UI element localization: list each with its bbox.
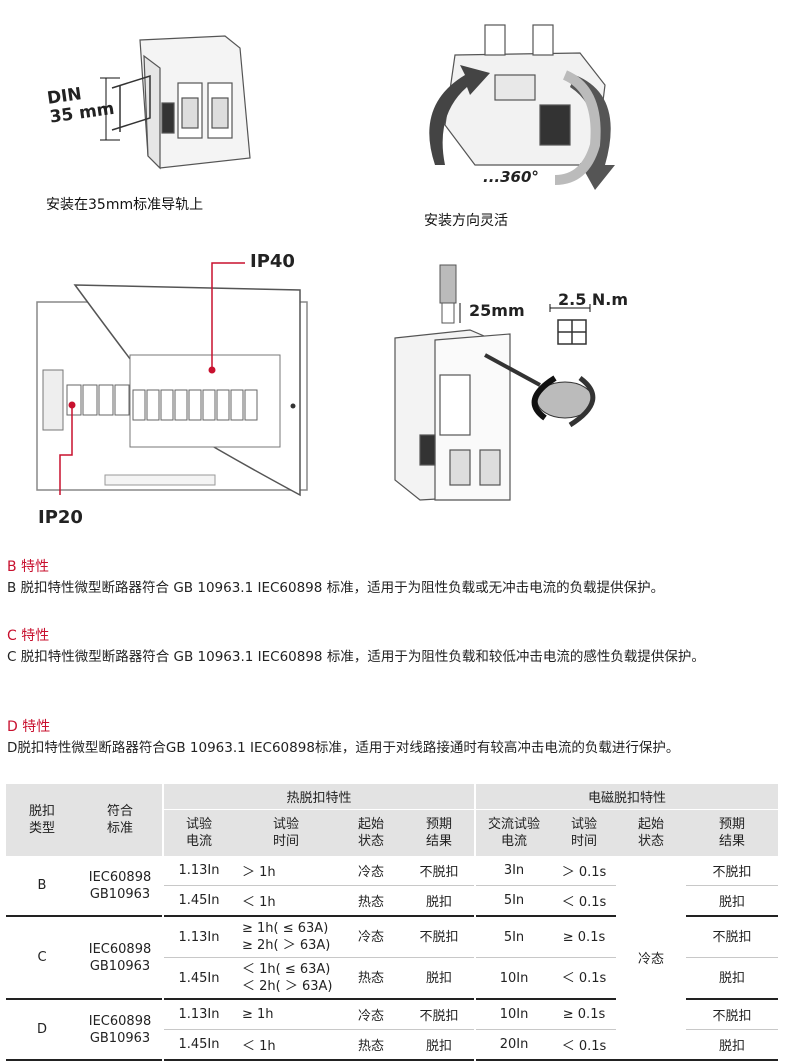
cell-ac-test-current: 10In	[476, 957, 553, 1000]
cell-expected-result: 脱扣	[404, 885, 475, 917]
cell-test-time: ＜ 1h	[234, 885, 338, 917]
section-c-body: C 脱扣特性微型断路器符合 GB 10963.1 IEC60898 标准，适用于…	[7, 649, 705, 665]
cell-ac-test-current: 3In	[476, 856, 553, 886]
cell-expected-result: 不脱扣	[404, 856, 475, 886]
cell-expected-result: 脱扣	[404, 1029, 475, 1061]
cell-initial-state: 冷态	[338, 856, 404, 886]
rotation-label: ...360°	[483, 168, 539, 186]
cell-mag-expected-result: 不脱扣	[686, 856, 779, 886]
cell-test-time: ≥ 1h	[234, 999, 338, 1030]
header-test-current: 试验 电流	[164, 809, 234, 856]
cell-mag-test-time: ≥ 0.1s	[552, 999, 617, 1030]
section-c: C 特性 C 脱扣特性微型断路器符合 GB 10963.1 IEC60898 标…	[7, 626, 785, 668]
cell-initial-state: 热态	[338, 1029, 404, 1061]
table-row: 1.45In ＜ 1h( ≤ 63A) ＜ 2h( ＞ 63A) 热态 脱扣 1…	[6, 957, 779, 1000]
section-b-body: B 脱扣特性微型断路器符合 GB 10963.1 IEC60898 标准，适用于…	[7, 580, 665, 596]
cell-test-time: ＞ 1h	[234, 856, 338, 886]
header-magnetic: 电磁脱扣特性	[476, 784, 779, 810]
section-b-title: B 特性	[7, 559, 50, 575]
standard-d: IEC60898 GB10963	[78, 999, 162, 1061]
cell-initial-state: 冷态	[338, 999, 404, 1030]
trip-type-d: D	[6, 999, 78, 1061]
cell-initial-state: 冷态	[338, 916, 404, 958]
strip-length-label: 25mm	[469, 301, 525, 320]
standard-c: IEC60898 GB10963	[78, 916, 162, 1000]
din-rail-illustration	[100, 35, 251, 170]
section-c-title: C 特性	[7, 628, 50, 644]
header-standard: 符合 标准	[78, 784, 162, 856]
cell-expected-result: 不脱扣	[404, 916, 475, 958]
cell-mag-expected-result: 脱扣	[686, 957, 779, 1000]
cell-mag-test-time: ＜ 0.1s	[552, 1029, 617, 1061]
ip-enclosure-illustration	[36, 262, 308, 497]
header-initial-state: 起始 状态	[338, 809, 404, 856]
header-expected-result: 预期 结果	[404, 809, 475, 856]
table-row: 1.45In ＜ 1h 热态 脱扣 20In ＜ 0.1s 脱扣	[6, 1029, 779, 1061]
cell-test-current: 1.45In	[164, 957, 234, 1000]
cell-initial-state: 热态	[338, 957, 404, 1000]
cell-test-time: ＜ 1h	[234, 1029, 338, 1061]
header-trip-type: 脱扣 类型	[6, 784, 78, 856]
header-thermal: 热脱扣特性	[164, 784, 475, 810]
cell-mag-expected-result: 脱扣	[686, 1029, 779, 1061]
section-d-body: D脱扣特性微型断路器符合GB 10963.1 IEC60898标准，适用于对线路…	[7, 740, 680, 756]
header-mag-expected-result: 预期 结果	[686, 809, 779, 856]
cell-mag-test-time: ＞ 0.1s	[552, 856, 617, 886]
cell-expected-result: 脱扣	[404, 957, 475, 1000]
trip-characteristics-table: 脱扣 类型 符合 标准 热脱扣特性 电磁脱扣特性 试验 电流 试验 时间 起始 …	[6, 784, 779, 1061]
table-row: B IEC60898 GB10963 1.13In ＞ 1h 冷态 不脱扣 3I…	[6, 856, 779, 1061]
cell-test-current: 1.13In	[164, 856, 234, 886]
section-d: D 特性 D脱扣特性微型断路器符合GB 10963.1 IEC60898标准，适…	[7, 717, 785, 759]
cell-mag-expected-result: 不脱扣	[686, 999, 779, 1030]
cell-test-current: 1.13In	[164, 916, 234, 958]
header-ac-test-current: 交流试验 电流	[476, 809, 553, 856]
header-test-time: 试验 时间	[234, 809, 338, 856]
rotation-caption: 安装方向灵活	[424, 213, 508, 229]
trip-type-b: B	[6, 856, 78, 917]
table-row: D IEC60898 GB10963 1.13In ≥ 1h 冷态 不脱扣 10…	[6, 999, 779, 1061]
cell-initial-state: 热态	[338, 885, 404, 917]
cell-mag-expected-result: 脱扣	[686, 885, 779, 917]
table-row: C IEC60898 GB10963 1.13In ≥ 1h( ≤ 63A) ≥…	[6, 916, 779, 1000]
section-b: B 特性 B 脱扣特性微型断路器符合 GB 10963.1 IEC60898 标…	[7, 557, 785, 599]
cell-test-current: 1.45In	[164, 885, 234, 917]
standard-b: IEC60898 GB10963	[78, 856, 162, 917]
cell-mag-test-time: ≥ 0.1s	[552, 916, 617, 958]
cell-test-current: 1.13In	[164, 999, 234, 1030]
cell-test-current: 1.45In	[164, 1029, 234, 1061]
cell-ac-test-current: 5In	[476, 916, 553, 958]
cell-ac-test-current: 10In	[476, 999, 553, 1030]
cell-ac-test-current: 20In	[476, 1029, 553, 1061]
cell-expected-result: 不脱扣	[404, 999, 475, 1030]
wiring-torque-illustration	[394, 264, 596, 501]
ip20-label: IP20	[38, 507, 83, 528]
cell-test-time: ≥ 1h( ≤ 63A) ≥ 2h( ＞ 63A)	[234, 916, 338, 958]
rotation-illustration	[429, 24, 615, 190]
table-row: 1.45In ＜ 1h 热态 脱扣 5In ＜ 0.1s 脱扣	[6, 885, 779, 917]
shared-initial-state: 冷态	[616, 856, 687, 1061]
header-mag-test-time: 试验 时间	[552, 809, 617, 856]
torque-label: 2.5 N.m	[558, 290, 629, 309]
section-d-title: D 特性	[7, 719, 51, 735]
cell-test-time: ＜ 1h( ≤ 63A) ＜ 2h( ＞ 63A)	[234, 957, 338, 1000]
cell-ac-test-current: 5In	[476, 885, 553, 917]
cell-mag-test-time: ＜ 0.1s	[552, 885, 617, 917]
header-mag-initial-state: 起始 状态	[616, 809, 687, 856]
ip40-label: IP40	[250, 251, 295, 272]
trip-type-c: C	[6, 916, 78, 1000]
cell-mag-expected-result: 不脱扣	[686, 916, 779, 958]
din-caption: 安装在35mm标准导轨上	[46, 197, 204, 213]
cell-mag-test-time: ＜ 0.1s	[552, 957, 617, 1000]
